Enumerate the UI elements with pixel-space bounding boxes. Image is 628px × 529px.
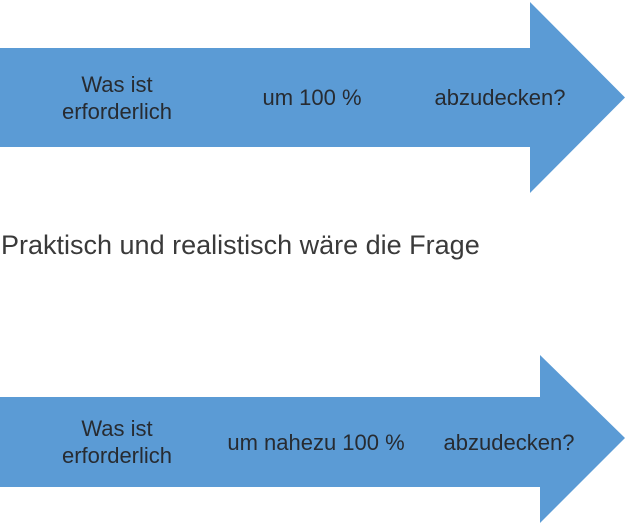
bottom-arrow-label-left: Was ist erforderlich [0, 397, 234, 487]
top-arrow-label-center-text: um 100 % [262, 85, 362, 110]
bottom-arrow-label-right: abzudecken? [409, 397, 609, 487]
top-arrow-label-left-line2: erforderlich [61, 98, 173, 124]
top-arrow-label-left: Was ist erforderlich [0, 48, 234, 147]
middle-paragraph: Praktisch und realistisch wäre die Frage [1, 230, 480, 260]
bottom-arrow-label-left-line1: Was ist [81, 416, 153, 441]
top-arrow-label-left-line1: Was ist [81, 71, 153, 97]
bottom-arrow-label-center-text: um nahezu 100 % [227, 429, 405, 455]
top-arrow-label-center: um 100 % [227, 48, 397, 147]
top-arrow-label-right-text: abzudecken? [434, 85, 566, 110]
bottom-arrow-label-center: um nahezu 100 % [227, 397, 404, 487]
bottom-arrow-label-left-line2: erforderlich [61, 443, 173, 468]
bottom-arrow-label-right-text: abzudecken? [443, 429, 575, 455]
top-arrow-label-right: abzudecken? [400, 48, 600, 147]
